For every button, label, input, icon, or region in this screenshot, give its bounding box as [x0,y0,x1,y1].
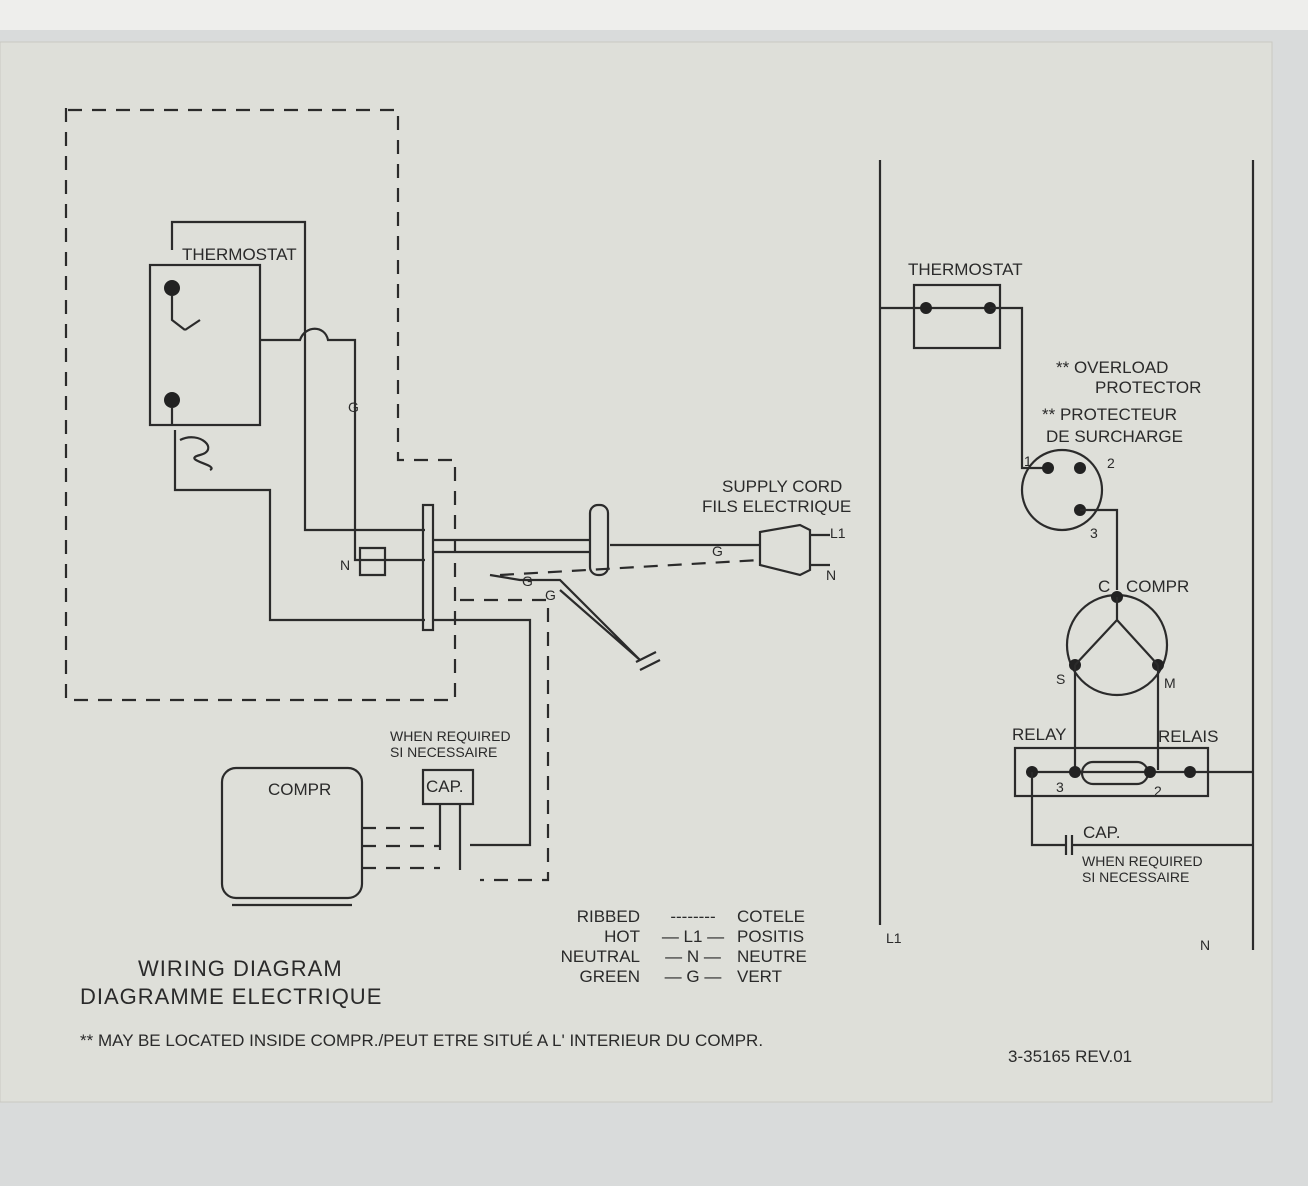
capacitor-box [421,768,475,806]
s-label: S [1056,671,1065,687]
legend-fr: VERT [737,967,782,986]
plug-icon [758,523,812,577]
thermostat-switch-icon [170,296,201,331]
when-required-label: WHEN REQUIRED [1082,853,1203,869]
cap-label: CAP. [426,777,464,796]
legend-en: NEUTRAL [561,947,640,966]
wire-legend: RIBBED -------- COTELE HOT — L1 — POSITI… [561,907,807,986]
c-label: C [1098,577,1110,596]
thermostat-box [148,263,262,427]
compr-label: COMPR [1126,577,1189,596]
terminal-block [421,503,435,632]
thermostat-label: THERMOSTAT [182,245,297,264]
thermostat-box [912,283,1002,350]
when-required-label: WHEN REQUIRED [390,728,511,744]
legend-fr: POSITIS [737,927,804,946]
title-fr: DIAGRAMME ELECTRIQUE [80,984,382,1009]
capacitor-icon [1030,772,1253,855]
cap-label: CAP. [1083,823,1121,842]
protecteur-label: ** PROTECTEUR [1042,405,1177,424]
compressor-icon [220,766,364,900]
terminal-1-label: 1 [1024,453,1032,469]
cabinet-top-edge [0,0,1308,30]
legend-code: — G — [665,967,722,986]
legend-code: — L1 — [662,927,724,946]
l1-label: L1 [830,525,846,541]
relay-terminal-2-label: 2 [1154,783,1162,799]
legend-en: GREEN [580,967,640,986]
n-label: N [340,557,350,573]
fils-electrique-label: FILS ELECTRIQUE [702,497,851,516]
legend-en: HOT [604,927,640,946]
m-label: M [1164,675,1176,691]
terminal-3-label: 3 [1090,525,1098,541]
relay-terminal-3-label: 3 [1056,779,1064,795]
label-sheet [0,41,1273,1103]
supply-cord-label: SUPPLY CORD [722,477,842,496]
n-plug-label: N [826,567,836,583]
legend-en: RIBBED [577,907,640,926]
overload-label: PROTECTOR [1095,378,1201,397]
n-rail-label: N [1200,937,1210,953]
footnote: ** MAY BE LOCATED INSIDE COMPR./PEUT ETR… [80,1031,763,1050]
l1-rail-label: L1 [886,930,902,946]
thermostat-label: THERMOSTAT [908,260,1023,279]
si-necessaire-label: SI NECESSAIRE [390,744,497,760]
ground-label: G [545,587,556,603]
legend-fr: NEUTRE [737,947,807,966]
relay-label: RELAY [1012,725,1067,744]
compr-label: COMPR [268,780,331,799]
part-number: 3-35165 REV.01 [1008,1047,1132,1066]
ground-label: G [348,399,359,415]
schematic-diagram: L1 N THERMOSTAT ** OVERLOAD PROTECTOR **… [878,160,1255,953]
neutral-connector [358,546,387,577]
si-necessaire-label: SI NECESSAIRE [1082,869,1189,885]
ground-label: G [522,573,533,589]
protecteur-label: DE SURCHARGE [1046,427,1183,446]
pictorial-diagram: THERMOSTAT G N G G G SUPPLY CORD FILS EL… [64,108,851,907]
relais-label: RELAIS [1158,727,1218,746]
title-en: WIRING DIAGRAM [138,956,343,981]
legend-code: -------- [670,907,715,926]
heater-coil-icon [179,436,213,471]
ground-label: G [712,543,723,559]
terminal-dot [164,392,180,408]
ground-symbol-icon [635,651,661,671]
overload-protector-icon [1020,448,1104,532]
legend-code: — N — [665,947,721,966]
cord-clamp [588,503,610,577]
terminal-2-label: 2 [1107,455,1115,471]
legend-fr: COTELE [737,907,805,926]
overload-label: ** OVERLOAD [1056,358,1168,377]
terminal-dot [164,280,180,296]
